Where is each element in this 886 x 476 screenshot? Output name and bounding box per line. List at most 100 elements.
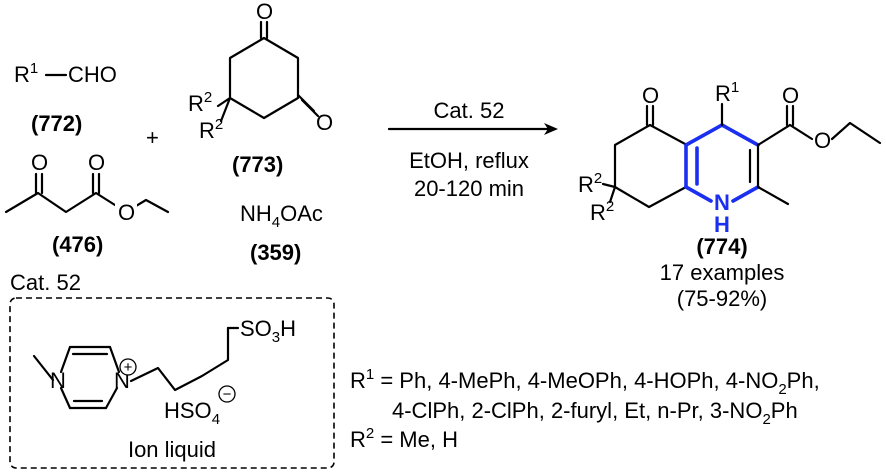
product-774: O R1 O O R2 R2 N H (774) 17 examples (75…: [578, 79, 882, 311]
aldehyde-r-sup: 1: [30, 60, 38, 77]
ketoester-chain: [4, 191, 170, 214]
svg-text:R2: R2: [188, 89, 212, 116]
compound-id-476: (476): [52, 232, 103, 257]
dione-773: O O R2 R2 (773): [188, 0, 333, 177]
im-bond-n1-top: [59, 345, 72, 374]
product-r1-sup: 1: [731, 79, 739, 96]
r2-definition: R2 = Me, H: [350, 425, 458, 452]
negative-charge: −: [223, 386, 232, 403]
so3h-pre: SO: [240, 316, 272, 341]
im-bond-n3-c4: [104, 386, 119, 410]
prod-r2-bond-a: [601, 182, 617, 189]
ester-bond-c3: [756, 123, 792, 147]
hso4-sub: 4: [212, 411, 220, 428]
ketoester-o1: O: [31, 150, 48, 175]
substituent-definitions: R1 = Ph, 4-MePh, 4-MeOPh, 4-HOPh, 4-NO2P…: [350, 366, 820, 452]
compound-id-359: (359): [250, 240, 301, 265]
sulfobutyl-chain: [129, 326, 230, 392]
r1-definition-line2: 4-ClPh, 2-ClPh, 2-furyl, Et, n-Pr, 3-NO2…: [392, 398, 798, 428]
svg-text:R1: R1: [715, 79, 739, 106]
compound-id-772: (772): [31, 111, 82, 136]
dione-o-top: O: [256, 0, 273, 24]
dione-r2-bond-b: [219, 96, 232, 123]
ketoester-o2: O: [88, 150, 105, 175]
r2-def-values: = Me, H: [374, 427, 458, 452]
compound-id-773: (773): [232, 152, 283, 177]
prod-r2-bond-b: [608, 185, 617, 204]
r2-def-sup: 2: [366, 425, 374, 442]
ammonium-pre: NH: [240, 201, 272, 226]
condition-catalyst: Cat. 52: [434, 98, 505, 123]
blue-bond-c4a-c4: [684, 123, 724, 147]
ionic-liquid-caption: Ion liquid: [128, 437, 216, 462]
product-r2a: R: [578, 172, 594, 197]
catalyst-dashed-border: [9, 297, 335, 469]
im-bond-c5-n1: [59, 386, 72, 410]
svg-text:NH4OAc: NH4OAc: [240, 201, 323, 231]
dione-r2a-sup: 2: [204, 89, 212, 106]
r1-def-sub2: 2: [762, 411, 770, 428]
r1-def-text2: 4-ClPh, 2-ClPh, 2-furyl, Et, n-Pr, 3-NO: [392, 398, 762, 423]
product-r2b-sup: 2: [606, 198, 614, 215]
ethyl-chain: [830, 121, 882, 145]
product-r2b: R: [590, 200, 606, 225]
svg-text:R1: R1: [14, 60, 38, 87]
condition-solvent: EtOH, reflux: [409, 148, 529, 173]
positive-charge: +: [124, 359, 133, 376]
product-examples: 17 examples: [660, 260, 785, 285]
svg-text:SO3H: SO3H: [240, 316, 296, 346]
product-o-carbonyl: O: [782, 83, 799, 108]
dione-co-right-b: [300, 98, 320, 118]
reaction-arrow-group: Cat. 52 EtOH, reflux 20-120 min: [387, 98, 558, 201]
condition-time: 20-120 min: [414, 176, 524, 201]
dione-r2b: R: [199, 118, 215, 143]
ammonium-post: OAc: [280, 201, 323, 226]
aldehyde-r: R: [14, 62, 30, 87]
negative-charge-circle: [218, 385, 236, 403]
so3h-post: H: [280, 316, 296, 341]
r1-def-post2: Ph: [771, 398, 798, 423]
ketoester-o3: O: [118, 200, 135, 225]
product-o-ring: O: [642, 83, 659, 108]
blue-bond-n-c2: [731, 185, 760, 203]
so3h-sub: 3: [272, 329, 280, 346]
product-carbocycle: [613, 123, 689, 209]
r1-def-label: R: [350, 368, 366, 393]
product-r2a-sup: 2: [594, 170, 602, 187]
r1-def-sup: 1: [366, 366, 374, 383]
ester-co-o: [788, 123, 814, 141]
dione-o-right: O: [316, 110, 333, 135]
product-yield: (75-92%): [677, 286, 767, 311]
dione-r2a: R: [188, 91, 204, 116]
compound-id-774: (774): [696, 234, 747, 259]
dione-ring: [228, 36, 300, 120]
dione-r2-bond-a: [216, 96, 232, 108]
product-r1: R: [715, 81, 731, 106]
ammonium-acetate-359: NH4OAc (359): [240, 201, 323, 265]
catalyst-box: Cat. 52 N N + SO3H HSO4 − Ion liquid: [9, 270, 335, 469]
product-n: N: [714, 190, 730, 215]
svg-text:HSO4: HSO4: [164, 398, 220, 428]
blue-bond-c8a-n: [684, 185, 713, 203]
im-bond-c2-n3: [108, 345, 121, 374]
n-methyl-bond: [32, 354, 55, 382]
svg-text:R2: R2: [590, 198, 614, 225]
blue-bond-c4-c3: [720, 123, 760, 147]
hso4-pre: HSO: [164, 398, 212, 423]
ketoester-476: O O O (476): [4, 150, 170, 257]
catalyst-title: Cat. 52: [10, 270, 81, 295]
aldehyde-772: R1 CHO (772): [14, 60, 117, 136]
svg-text:R2: R2: [199, 116, 223, 143]
imidazolium-n1: N: [50, 368, 66, 393]
r1-def-text1: = Ph, 4-MePh, 4-MeOPh, 4-HOPh, 4-NO: [374, 368, 778, 393]
arrow-head: [544, 123, 558, 135]
product-o-ester: O: [814, 128, 831, 153]
r1-def-sub1: 2: [778, 381, 786, 398]
svg-text:R2: R2: [578, 170, 602, 197]
plus-sign: +: [146, 125, 159, 150]
positive-charge-circle: [119, 358, 137, 376]
product-h: H: [714, 212, 730, 237]
r1-definition-line1: R1 = Ph, 4-MePh, 4-MeOPh, 4-HOPh, 4-NO2P…: [350, 366, 820, 398]
ammonium-sub: 4: [272, 214, 280, 231]
